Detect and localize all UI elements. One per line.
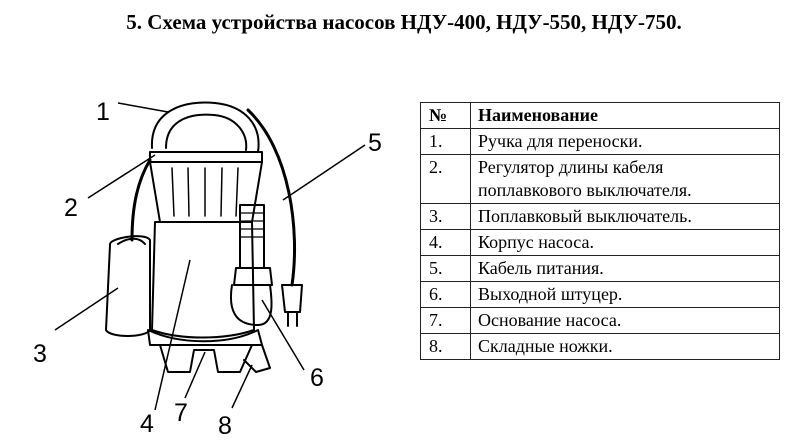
table-row: 7. Основание насоса.: [420, 307, 780, 334]
row-name: Выходной штуцер.: [470, 281, 780, 308]
callout-3: 3: [33, 340, 47, 368]
pump-handle: [150, 101, 260, 153]
header-name: Наименование: [470, 102, 780, 129]
row-name: Ручка для переноски.: [470, 128, 780, 155]
row-number: 4.: [420, 229, 471, 256]
table-row: 8. Складные ножки.: [420, 333, 780, 360]
callout-7: 7: [174, 399, 188, 427]
row-number: 7.: [420, 307, 471, 334]
row-name: Корпус насоса.: [470, 229, 780, 256]
row-number: 2.: [420, 154, 471, 204]
callout-2: 2: [64, 194, 78, 222]
table-row: 4. Корпус насоса.: [420, 229, 780, 256]
callout-5: 5: [368, 129, 382, 157]
row-name-line: Регулятор длины кабеля: [478, 157, 664, 177]
callout-1: 1: [96, 98, 110, 126]
row-name: Основание насоса.: [470, 307, 780, 334]
row-name: Регулятор длины кабеля поплавкового выкл…: [470, 154, 780, 204]
row-name: Складные ножки.: [470, 333, 780, 360]
table-header-row: № Наименование: [420, 102, 780, 129]
table-row: 3. Поплавковый выключатель.: [420, 203, 780, 230]
row-number: 5.: [420, 255, 471, 282]
table-row: 5. Кабель питания.: [420, 255, 780, 282]
row-number: 6.: [420, 281, 471, 308]
row-number: 3.: [420, 203, 471, 230]
pump-legs: [159, 344, 253, 373]
power-cable: [246, 108, 297, 287]
float-switch: [105, 235, 151, 337]
row-name: Поплавковый выключатель.: [470, 203, 780, 230]
row-number: 8.: [420, 333, 471, 360]
table-row: 1. Ручка для переноски.: [420, 128, 780, 155]
callout-4: 4: [140, 410, 154, 438]
row-name-line: поплавкового выключателя.: [478, 180, 692, 200]
parts-table: № Наименование 1. Ручка для переноски. 2…: [420, 102, 780, 360]
callout-8: 8: [218, 412, 232, 440]
callout-6: 6: [310, 364, 324, 392]
row-number: 1.: [420, 128, 471, 155]
row-name: Кабель питания.: [470, 255, 780, 282]
page-title: 5. Схема устройства насосов НДУ-400, НДУ…: [126, 10, 682, 34]
table-row: 6. Выходной штуцер.: [420, 281, 780, 308]
pump-base: [147, 329, 263, 346]
pump-body: [151, 221, 255, 339]
table-row: 2. Регулятор длины кабеля поплавкового в…: [420, 154, 780, 204]
header-number: №: [420, 102, 471, 129]
